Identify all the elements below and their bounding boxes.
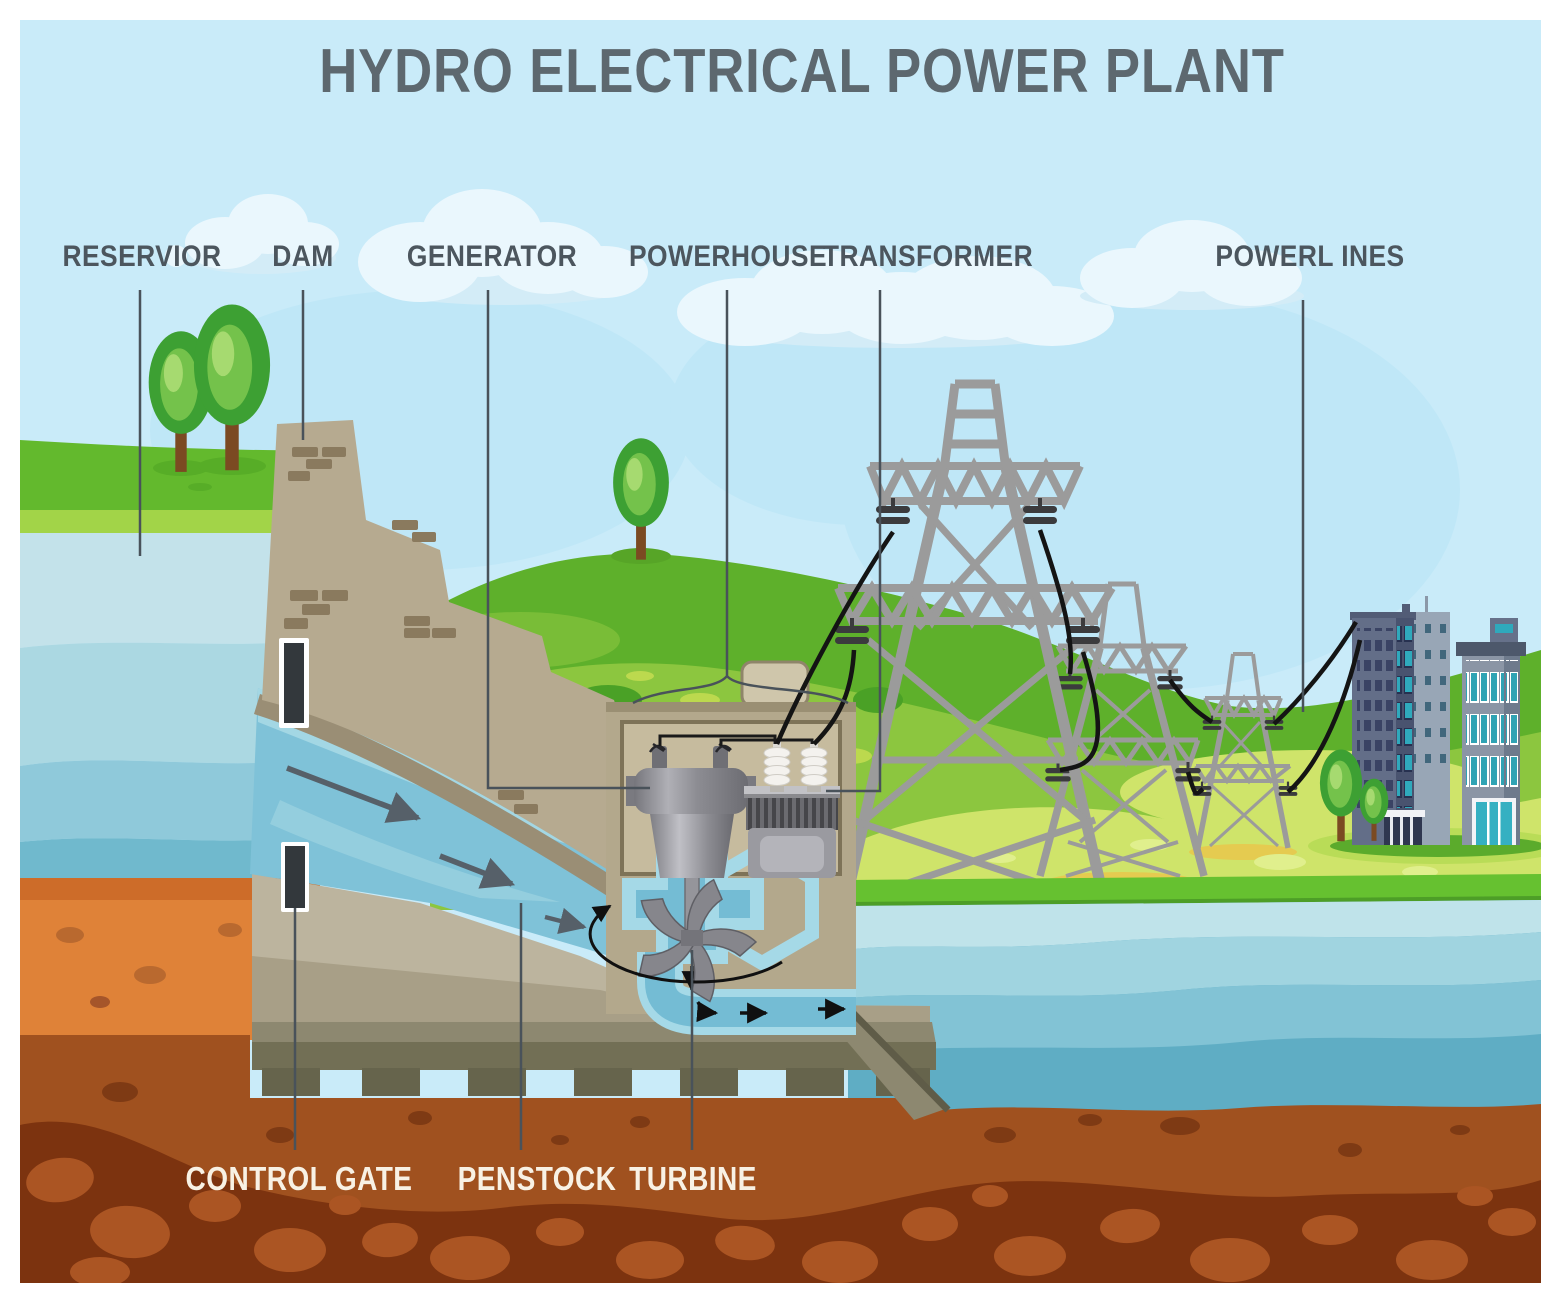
internal-wiring	[658, 734, 814, 746]
building-right	[1456, 618, 1526, 845]
underground	[20, 878, 1541, 1283]
leader-generator	[486, 290, 650, 790]
turbine	[638, 878, 758, 1003]
label-powerlines: POWERL INES	[1215, 240, 1405, 273]
clouds	[165, 189, 1304, 348]
label-generator: GENERATOR	[406, 240, 578, 273]
transmission-tower-1	[833, 379, 1116, 907]
cloud-right	[1080, 220, 1304, 310]
label-reservoir: RESERVIOR	[62, 240, 222, 273]
reservoir-water	[20, 533, 310, 882]
transformer	[744, 739, 840, 878]
dam	[254, 420, 704, 954]
building-mid	[1408, 596, 1450, 845]
diagram-title: HYDRO ELECTRICAL POWER PLANT	[319, 37, 1285, 106]
building-tall	[1350, 604, 1425, 845]
control-gates	[279, 638, 309, 912]
transmission-tower-3	[1191, 652, 1299, 849]
soil-spots	[80, 1082, 1470, 1168]
label-penstock: PENSTOCK	[457, 1160, 617, 1197]
label-turbine: TURBINE	[629, 1160, 757, 1197]
dam-bricks	[284, 447, 538, 814]
rotation-arrow	[588, 904, 783, 984]
cloud-small-left	[165, 194, 339, 274]
label-control-gate: CONTROL GATE	[185, 1160, 413, 1197]
machines	[588, 734, 840, 1003]
leader-powerhouse	[632, 290, 849, 705]
power-lines	[774, 529, 1363, 796]
flow-arrows	[286, 765, 587, 935]
label-powerhouse: POWERHOUSE	[628, 240, 828, 273]
left-bank	[20, 304, 352, 537]
city-buildings	[1308, 596, 1541, 864]
leader-lines	[138, 290, 1305, 1150]
label-dam: DAM	[272, 240, 334, 273]
tailrace-water	[848, 900, 1541, 1118]
label-transformer: TRANSFORMER	[822, 240, 1034, 273]
rocks	[26, 1157, 1536, 1283]
leader-transformer	[826, 290, 882, 793]
orange-soil	[20, 878, 320, 1040]
cloud-dam	[358, 189, 648, 305]
cloud-center	[677, 250, 1114, 348]
